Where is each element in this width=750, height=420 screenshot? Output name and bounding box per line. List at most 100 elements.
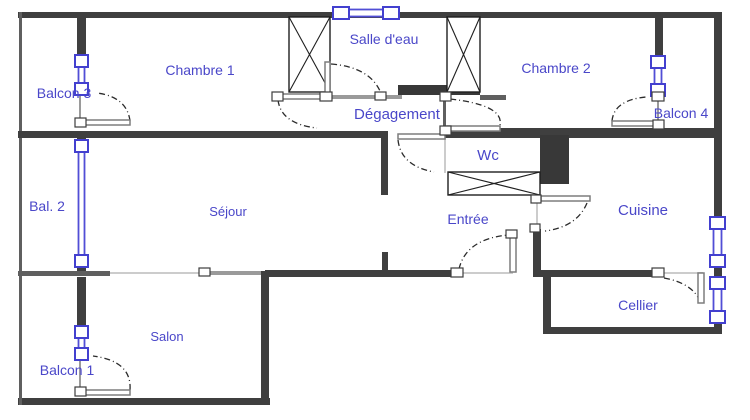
window-end bbox=[709, 276, 726, 290]
threshold-wc bbox=[444, 133, 446, 173]
hinge bbox=[374, 91, 387, 101]
room-label-balcon4: Balcon 4 bbox=[654, 105, 709, 121]
window-end bbox=[650, 55, 666, 69]
wall-exterior-right bbox=[714, 12, 722, 334]
room-label-degagement: Dégagement bbox=[354, 106, 441, 123]
window-salle-deau bbox=[332, 6, 400, 20]
hinge bbox=[652, 119, 665, 130]
room-label-salon: Salon bbox=[150, 329, 183, 344]
door-leaf-cuisine bbox=[540, 195, 591, 202]
window-end bbox=[332, 6, 350, 20]
hinge bbox=[505, 229, 518, 239]
wall-cellier-bottom bbox=[543, 327, 722, 334]
window-cellier bbox=[709, 276, 726, 324]
threshold-entrance bbox=[457, 272, 513, 274]
duct-block-degagement bbox=[398, 85, 480, 95]
window-bar bbox=[77, 145, 86, 262]
door-leaf-wc bbox=[397, 133, 446, 140]
room-label-wc: Wc bbox=[477, 147, 499, 164]
wall-cuisine-top bbox=[445, 128, 722, 138]
door-arc-balcon4 bbox=[611, 96, 647, 122]
hinge bbox=[439, 91, 452, 102]
room-label-entree: Entrée bbox=[447, 211, 488, 227]
wall-wc-vestibule bbox=[443, 96, 446, 130]
hinge bbox=[651, 267, 665, 278]
wall-sejour-east-lower bbox=[382, 252, 388, 272]
closet-wc bbox=[447, 171, 541, 196]
hinge bbox=[198, 267, 211, 277]
wall-balcon1-thin bbox=[79, 360, 81, 389]
door-arc-chambre1 bbox=[277, 99, 318, 129]
door-arc-chambre2 bbox=[449, 98, 501, 126]
threshold-cellier-door bbox=[663, 272, 703, 274]
wall-chambre2-balcon4 bbox=[655, 18, 663, 58]
door-arc-entrance bbox=[458, 234, 509, 270]
wall-salon-top-left bbox=[18, 271, 110, 276]
wall-balcony-outer-left bbox=[19, 12, 22, 405]
hinge bbox=[529, 223, 541, 233]
closet-cross bbox=[288, 16, 331, 93]
closet-cross bbox=[446, 16, 481, 93]
wall-balcon3 bbox=[77, 18, 86, 57]
door-arc-wc bbox=[397, 139, 435, 173]
wall-degagement-top-right bbox=[480, 95, 506, 100]
door-arc-balcon1 bbox=[92, 355, 131, 391]
wall-cellier-left bbox=[543, 273, 551, 334]
wall-sejour-east-upper bbox=[381, 131, 388, 195]
room-label-cellier: Cellier bbox=[618, 297, 658, 313]
window-end bbox=[74, 139, 89, 153]
door-arc-salle-deau bbox=[330, 63, 381, 92]
window-end bbox=[709, 310, 726, 324]
window-end bbox=[709, 216, 726, 230]
wall-salon-right bbox=[261, 271, 269, 405]
room-label-balcon1: Balcon 1 bbox=[40, 362, 95, 378]
window-end bbox=[382, 6, 400, 20]
room-label-balcon3: Balcon 3 bbox=[37, 85, 92, 101]
window-end bbox=[709, 254, 726, 268]
wall-bal2-stub-bottom bbox=[77, 266, 86, 272]
wall-balcon4-thin bbox=[657, 97, 659, 123]
closet-right-salle-deau bbox=[446, 16, 481, 93]
door-leaf-cellier bbox=[697, 272, 705, 304]
hinge bbox=[74, 386, 87, 397]
window-cuisine bbox=[709, 216, 726, 268]
hinge bbox=[74, 117, 87, 128]
door-arc-cuisine bbox=[544, 202, 588, 232]
door-leaf-balcon4 bbox=[611, 120, 658, 127]
window-balcon4 bbox=[650, 55, 666, 97]
hinge bbox=[319, 91, 333, 102]
threshold-cuisine-door bbox=[536, 199, 538, 230]
window-end bbox=[74, 325, 89, 339]
wall-exterior-bottom bbox=[18, 398, 270, 405]
closet-cross bbox=[447, 171, 541, 196]
door-leaf-balcon3 bbox=[79, 119, 131, 126]
door-leaf-balcon1 bbox=[81, 389, 131, 396]
door-leaf-salle-deau bbox=[324, 61, 331, 95]
door-arc-balcon3 bbox=[96, 92, 131, 122]
hinge bbox=[651, 91, 665, 102]
wall-entree-cuisine bbox=[533, 229, 541, 277]
window-bal2 bbox=[74, 139, 89, 268]
hinge bbox=[439, 125, 452, 136]
door-leaf-entrance bbox=[509, 233, 517, 273]
wall-entree-south bbox=[265, 270, 458, 277]
threshold-sejour-salon bbox=[110, 272, 203, 274]
window-balcon1 bbox=[74, 325, 89, 361]
wall-balcon1 bbox=[77, 277, 86, 328]
hinge bbox=[271, 91, 284, 102]
wall-cuisine-south bbox=[533, 270, 663, 277]
room-label-bal2: Bal. 2 bbox=[29, 198, 65, 214]
room-label-sejour: Séjour bbox=[209, 204, 247, 219]
hinge bbox=[530, 194, 542, 204]
wall-sejour-salon-divider bbox=[203, 271, 265, 275]
wall-degagement-top-left bbox=[275, 95, 402, 99]
duct-block-cuisine bbox=[540, 135, 569, 184]
closet-left-salle-deau bbox=[288, 16, 331, 93]
door-arc-cellier bbox=[663, 277, 701, 302]
door-leaf-chambre2 bbox=[446, 125, 501, 132]
window-end bbox=[74, 347, 89, 361]
window-balcon3 bbox=[74, 54, 89, 96]
window-end bbox=[74, 82, 89, 96]
